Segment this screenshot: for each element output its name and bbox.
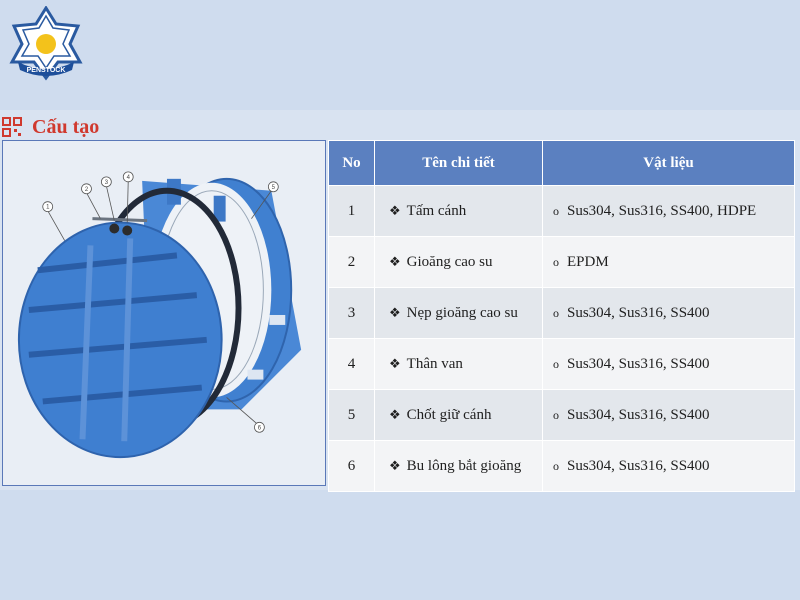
material-name: EPDM — [567, 253, 609, 270]
diamond-bullet-icon: ❖ — [389, 355, 401, 371]
row-part: ❖ Tấm cánh — [374, 185, 543, 237]
row-no: 2 — [328, 236, 375, 288]
table-row: 3 ❖ Nẹp gioăng cao su o Sus304, Sus316, SS40… — [328, 287, 795, 339]
row-material: o Sus304, Sus316, SS400 — [542, 440, 795, 492]
penstock-logo: PENSTOCK — [8, 6, 84, 82]
row-material: o Sus304, Sus316, SS400 — [542, 389, 795, 441]
row-material: o Sus304, Sus316, SS400 — [542, 287, 795, 339]
circle-bullet-icon: o — [553, 407, 559, 422]
row-no: 4 — [328, 338, 375, 390]
part-name: Nẹp gioăng cao su — [406, 304, 518, 321]
circle-bullet-icon: o — [553, 458, 559, 473]
table-row: 5 ❖ Chốt giữ cánh o Sus304, Sus316, SS400 — [328, 389, 795, 441]
table-row: 4 ❖ Thân van o Sus304, Sus316, SS400 — [328, 338, 795, 390]
logo-text: PENSTOCK — [27, 67, 66, 74]
material-name: Sus304, Sus316, SS400 — [567, 355, 710, 372]
circle-bullet-icon: o — [553, 305, 559, 320]
diamond-bullet-icon: ❖ — [389, 202, 401, 218]
diamond-bullet-icon: ❖ — [389, 304, 401, 320]
table-row: 2 ❖ Gioăng cao su o EPDM — [328, 236, 795, 288]
header-no: No — [328, 140, 375, 186]
row-no: 6 — [328, 440, 375, 492]
part-name: Bu lông bắt gioăng — [406, 457, 522, 474]
material-name: Sus304, Sus316, SS400, HDPE — [567, 202, 757, 219]
callout-5: 5 — [272, 185, 276, 191]
diamond-bullet-icon: ❖ — [389, 457, 401, 473]
callout-4: 4 — [127, 175, 131, 181]
row-material: o Sus304, Sus316, SS400 — [542, 338, 795, 390]
row-part: ❖ Thân van — [374, 338, 543, 390]
header-part: Tên chi tiết — [374, 140, 543, 186]
diamond-bullet-icon: ❖ — [389, 253, 401, 269]
circle-bullet-icon: o — [553, 203, 559, 218]
row-material: o Sus304, Sus316, SS400, HDPE — [542, 185, 795, 237]
row-part: ❖ Bu lông bắt gioăng — [374, 440, 543, 492]
circle-bullet-icon: o — [553, 254, 559, 269]
section-title: Cấu tạo — [32, 115, 100, 138]
row-no: 3 — [328, 287, 375, 339]
callout-6: 6 — [258, 425, 262, 431]
header-material: Vật liệu — [542, 140, 795, 186]
circle-bullet-icon: o — [553, 356, 559, 371]
qr-grid-icon — [2, 117, 22, 137]
part-name: Chốt giữ cánh — [406, 406, 492, 423]
row-no: 1 — [328, 185, 375, 237]
row-part: ❖ Nẹp gioăng cao su — [374, 287, 543, 339]
material-name: Sus304, Sus316, SS400 — [567, 406, 710, 423]
row-no: 5 — [328, 389, 375, 441]
part-name: Gioăng cao su — [406, 253, 493, 270]
row-material: o EPDM — [542, 236, 795, 288]
table-row: 1 ❖ Tấm cánh o Sus304, Sus316, SS400, HDPE — [328, 185, 795, 237]
table-header-row: No Tên chi tiết Vật liệu — [328, 140, 795, 186]
row-part: ❖ Chốt giữ cánh — [374, 389, 543, 441]
valve-diagram: 1 2 3 4 5 6 — [2, 140, 326, 486]
material-name: Sus304, Sus316, SS400 — [567, 457, 710, 474]
part-name: Tấm cánh — [406, 202, 467, 219]
callout-3: 3 — [105, 180, 109, 186]
table-row: 6 ❖ Bu lông bắt gioăng o Sus304, Sus316, SS4… — [328, 440, 795, 492]
part-name: Thân van — [406, 355, 463, 372]
callout-2: 2 — [85, 187, 89, 193]
callout-1: 1 — [46, 205, 50, 211]
diamond-bullet-icon: ❖ — [389, 406, 401, 422]
section-heading: Cấu tạo — [2, 115, 99, 139]
row-part: ❖ Gioăng cao su — [374, 236, 543, 288]
material-name: Sus304, Sus316, SS400 — [567, 304, 710, 321]
